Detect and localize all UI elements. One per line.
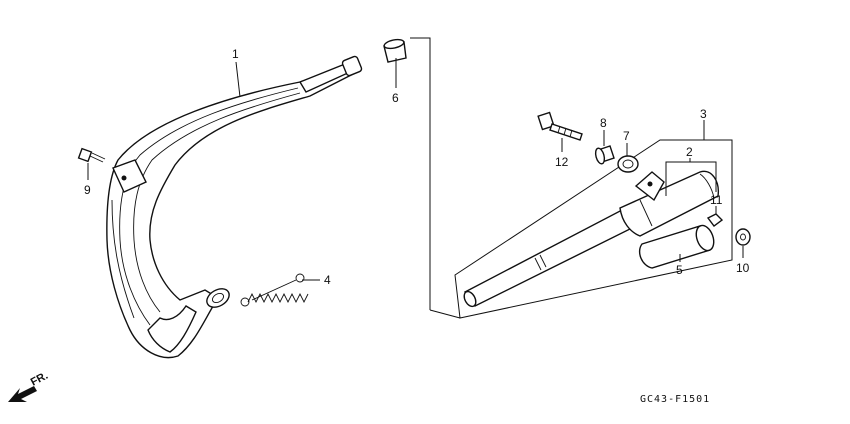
silencer-part-3: [463, 170, 719, 308]
callout-5: 5: [676, 263, 683, 277]
packing-part-5: [638, 224, 715, 269]
collar-part-6: [383, 38, 407, 63]
callout-2: 2: [686, 145, 693, 159]
front-direction-indicator: FR.: [8, 370, 50, 402]
callout-11: 11: [710, 193, 723, 207]
callout-labels: 1 2 3 4 5 6 7 8 9 10 11 12: [84, 47, 750, 287]
collar-part-8: [594, 145, 615, 165]
nut-part-11: [706, 213, 724, 227]
silencer-assembly-box: [410, 37, 733, 319]
callout-10: 10: [736, 261, 750, 275]
callout-1: 1: [232, 47, 239, 61]
drawing-code: GC43-F1501: [640, 394, 710, 405]
rubber-part-7: [617, 155, 639, 173]
exhaust-pipe-part-1: [106, 55, 363, 359]
callout-8: 8: [600, 116, 607, 130]
callout-6: 6: [392, 91, 399, 105]
spring-part-4: [240, 273, 309, 307]
callout-7: 7: [623, 129, 630, 143]
bolt-part-9: [77, 147, 106, 163]
front-direction-label: FR.: [29, 370, 50, 389]
front-arrow-icon: [8, 386, 37, 402]
callout-3: 3: [700, 107, 707, 121]
bolt-part-12: [537, 111, 583, 141]
callout-9: 9: [84, 183, 91, 197]
leader-lines: [87, 58, 744, 281]
callout-12: 12: [555, 155, 569, 169]
callout-4: 4: [324, 273, 331, 287]
washer-part-10: [735, 228, 751, 246]
